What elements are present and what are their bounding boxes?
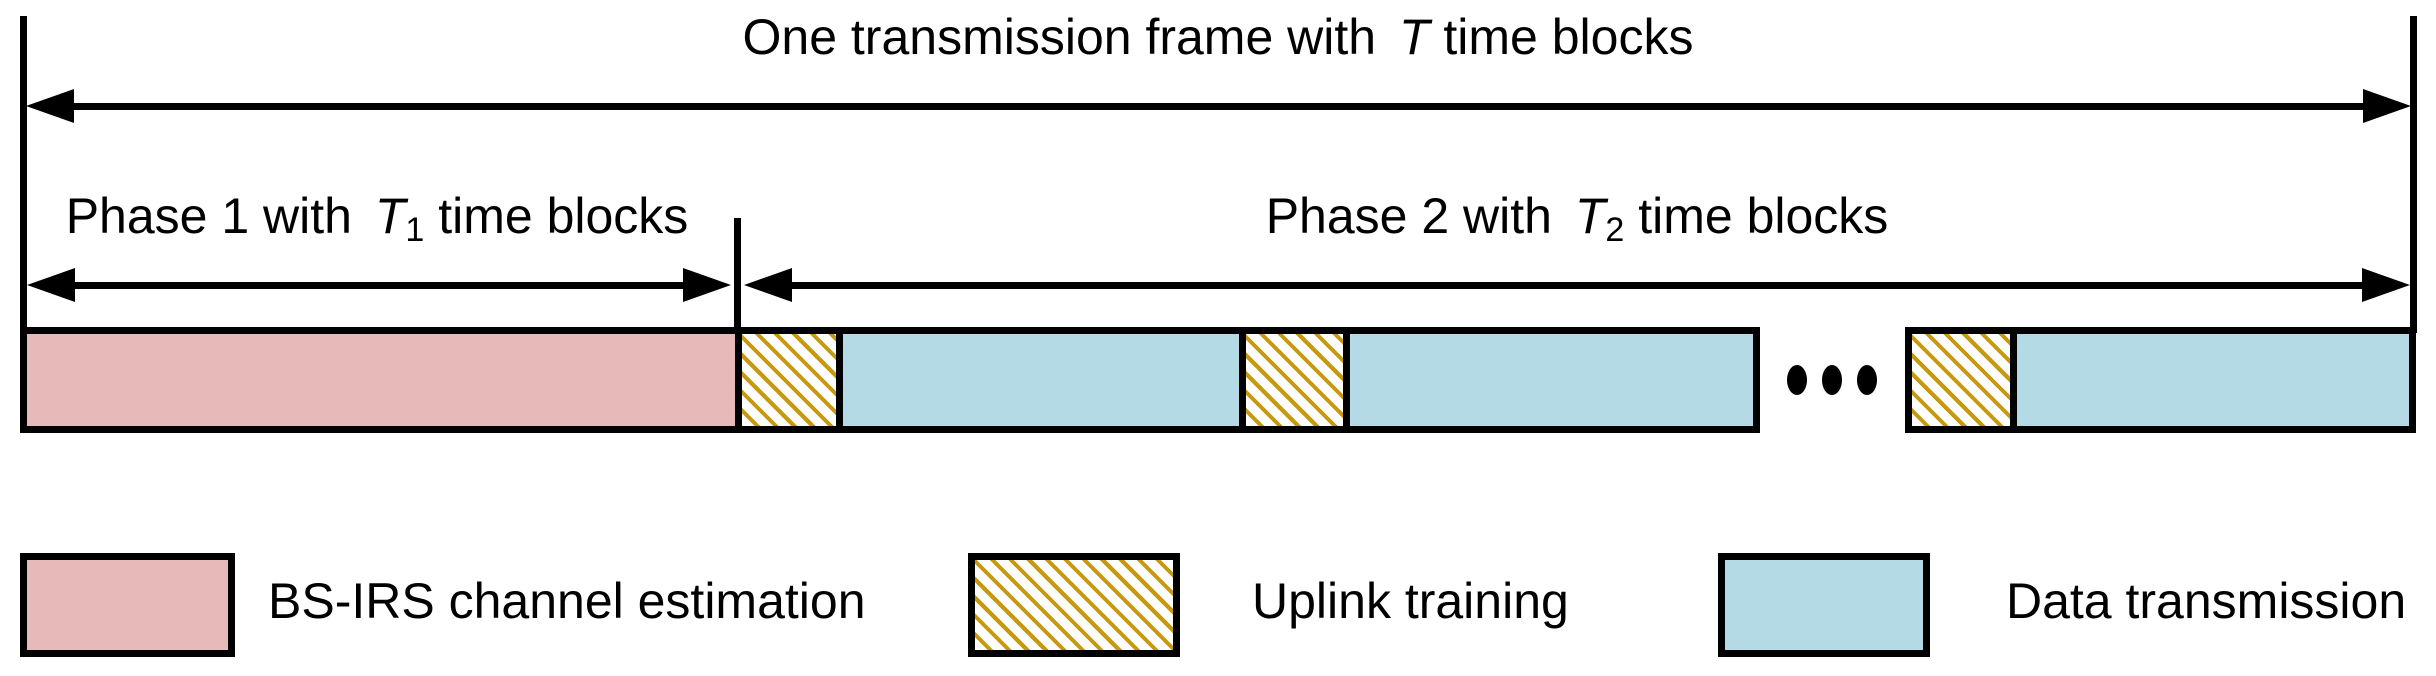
phase1-extent-arrow	[27, 268, 731, 302]
legend-swatch-uplink	[968, 553, 1180, 657]
phase2-label-pre: Phase 2 with	[1265, 188, 1566, 244]
right-boundary-line	[2410, 16, 2417, 333]
bar-segment-data-transmission	[1343, 334, 1753, 426]
bar-segment-uplink-training	[1912, 334, 2010, 426]
phase2-label-variable: T	[1574, 188, 1606, 244]
ellipsis-dot	[1857, 365, 1877, 395]
phase1-label-pre: Phase 1 with	[65, 188, 366, 244]
frame-title-pre: One transmission frame with	[742, 9, 1390, 65]
legend-label-data: Data transmission	[2006, 573, 2407, 629]
phase-divider-line	[734, 218, 741, 334]
phase1-label-post: time blocks	[424, 188, 689, 244]
ellipsis-dot	[1787, 365, 1807, 395]
arrow-head-right	[2362, 268, 2410, 302]
legend-swatch-bs-irs	[20, 553, 235, 657]
phase2-extent-arrow	[744, 268, 2410, 302]
ellipsis-icon	[1787, 365, 1877, 395]
arrow-head-right	[683, 268, 731, 302]
legend-label-bs-irs: BS-IRS channel estimation	[268, 573, 866, 629]
phase1-label-subscript: 1	[405, 211, 425, 249]
bar-segment-data-transmission	[836, 334, 1239, 426]
arrow-shaft	[62, 102, 2375, 110]
bar-segment-uplink-training	[1239, 334, 1343, 426]
arrow-shaft	[780, 281, 2374, 289]
bar-segment-data-transmission	[2010, 334, 2409, 426]
frame-title: One transmission frame with T time block…	[0, 10, 2436, 64]
phase2-label-subscript: 2	[1605, 211, 1625, 249]
arrow-shaft	[63, 281, 695, 289]
legend-swatch-data	[1718, 553, 1930, 657]
frame-title-post: time blocks	[1429, 9, 1694, 65]
bar-segment-uplink-training	[735, 334, 836, 426]
bar-segment-bs-irs-estimation	[27, 334, 735, 426]
phase2-label-post: time blocks	[1624, 188, 1889, 244]
frame-bar-part1	[20, 327, 1760, 433]
frame-title-variable: T	[1398, 9, 1430, 65]
phase1-label-variable: T	[374, 188, 406, 244]
frame-extent-arrow	[26, 89, 2411, 123]
phase2-label: Phase 2 with T2 time blocks	[744, 188, 2410, 247]
arrow-head-right	[2363, 89, 2411, 123]
phase1-label: Phase 1 with T1 time blocks	[20, 188, 734, 247]
ellipsis-dot	[1822, 365, 1842, 395]
legend-label-uplink: Uplink training	[1252, 573, 1569, 629]
left-boundary-line	[20, 16, 27, 333]
frame-bar-part2	[1905, 327, 2416, 433]
